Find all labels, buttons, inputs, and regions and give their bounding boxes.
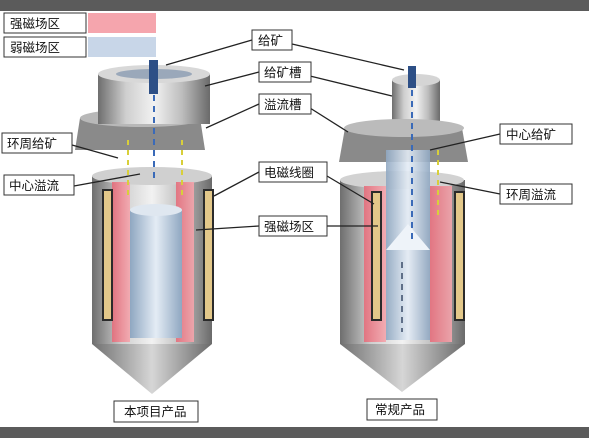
caption-left: 本项目产品 [113, 400, 199, 423]
right-cone [340, 344, 465, 392]
label-box [499, 123, 573, 145]
label-center-overflow: 中心溢流 [9, 178, 60, 193]
label-box [258, 215, 328, 237]
label-box [258, 161, 328, 183]
leader-line [309, 75, 393, 97]
leader-line [439, 181, 501, 195]
caption-right: 常规产品 [366, 398, 438, 421]
callout-feed-trough: 给矿槽 [204, 61, 393, 97]
label-box [251, 29, 293, 51]
right-feed-pipe [408, 66, 416, 88]
callout-feed: 给矿 [165, 29, 405, 71]
callout-ring-feed: 环周给矿 [1, 132, 119, 159]
leader-line [165, 39, 253, 66]
caption-right-text: 常规产品 [375, 402, 425, 417]
caption-box [113, 400, 199, 423]
right-strong-zone-b [430, 186, 452, 342]
right-overflow-trough [339, 128, 468, 162]
right-separator [339, 66, 468, 392]
callout-strong-zone: 强磁场区 [195, 215, 378, 237]
left-separator [75, 60, 214, 394]
label-feed: 给矿 [258, 33, 283, 48]
label-box [258, 61, 312, 83]
leader-line [309, 107, 349, 133]
leader-line [205, 103, 260, 129]
callout-coil: 电磁线圈 [213, 161, 375, 205]
label-box [258, 93, 312, 115]
left-strong-zone-a [112, 182, 130, 342]
leader-line [71, 144, 119, 159]
label-strong-zone: 强磁场区 [264, 219, 314, 234]
left-coil-b [203, 189, 214, 321]
label-box [1, 132, 73, 154]
callout-center-feed: 中心给矿 [429, 123, 573, 151]
leader-line [429, 133, 501, 151]
legend-weak-box [3, 36, 87, 58]
label-overflow-trough: 溢流槽 [264, 97, 302, 112]
leader-line [195, 225, 260, 231]
leader-line [204, 71, 260, 87]
label-center-feed: 中心给矿 [506, 127, 556, 142]
legend-weak-swatch [88, 37, 156, 57]
caption-box [366, 398, 438, 421]
leader-line [326, 175, 375, 205]
legend-weak-label: 弱磁场区 [10, 40, 60, 55]
callout-center-overflow: 中心溢流 [3, 173, 141, 196]
left-cone [92, 344, 212, 394]
leader-line [291, 43, 405, 71]
left-inner-column-top [130, 204, 182, 216]
legend-strong-swatch [88, 13, 156, 33]
left-coil-a [102, 189, 113, 321]
legend: 强磁场区 弱磁场区 [3, 12, 156, 58]
label-coil: 电磁线圈 [264, 165, 314, 180]
legend-strong-box [3, 12, 87, 34]
bottom-frame-bar [0, 427, 589, 438]
label-box [3, 174, 75, 196]
right-coil-b [454, 191, 465, 321]
top-frame-bar [0, 0, 589, 11]
caption-left-text: 本项目产品 [124, 404, 187, 419]
right-inner-cone [386, 224, 430, 250]
label-ring-feed: 环周给矿 [7, 136, 57, 151]
left-feed-pipe [149, 60, 158, 94]
leader-line [73, 173, 141, 187]
callout-overflow-trough: 溢流槽 [205, 93, 349, 133]
label-box [499, 183, 573, 205]
label-feed-trough: 给矿槽 [264, 65, 302, 80]
legend-strong-label: 强磁场区 [10, 16, 60, 31]
label-ring-overflow: 环周溢流 [506, 187, 557, 202]
left-overflow-trough [75, 118, 205, 150]
leader-line [213, 171, 260, 197]
left-inner-column [130, 210, 182, 338]
callout-ring-overflow: 环周溢流 [439, 181, 573, 205]
right-trough-rim [344, 119, 464, 137]
right-coil-a [371, 191, 382, 321]
